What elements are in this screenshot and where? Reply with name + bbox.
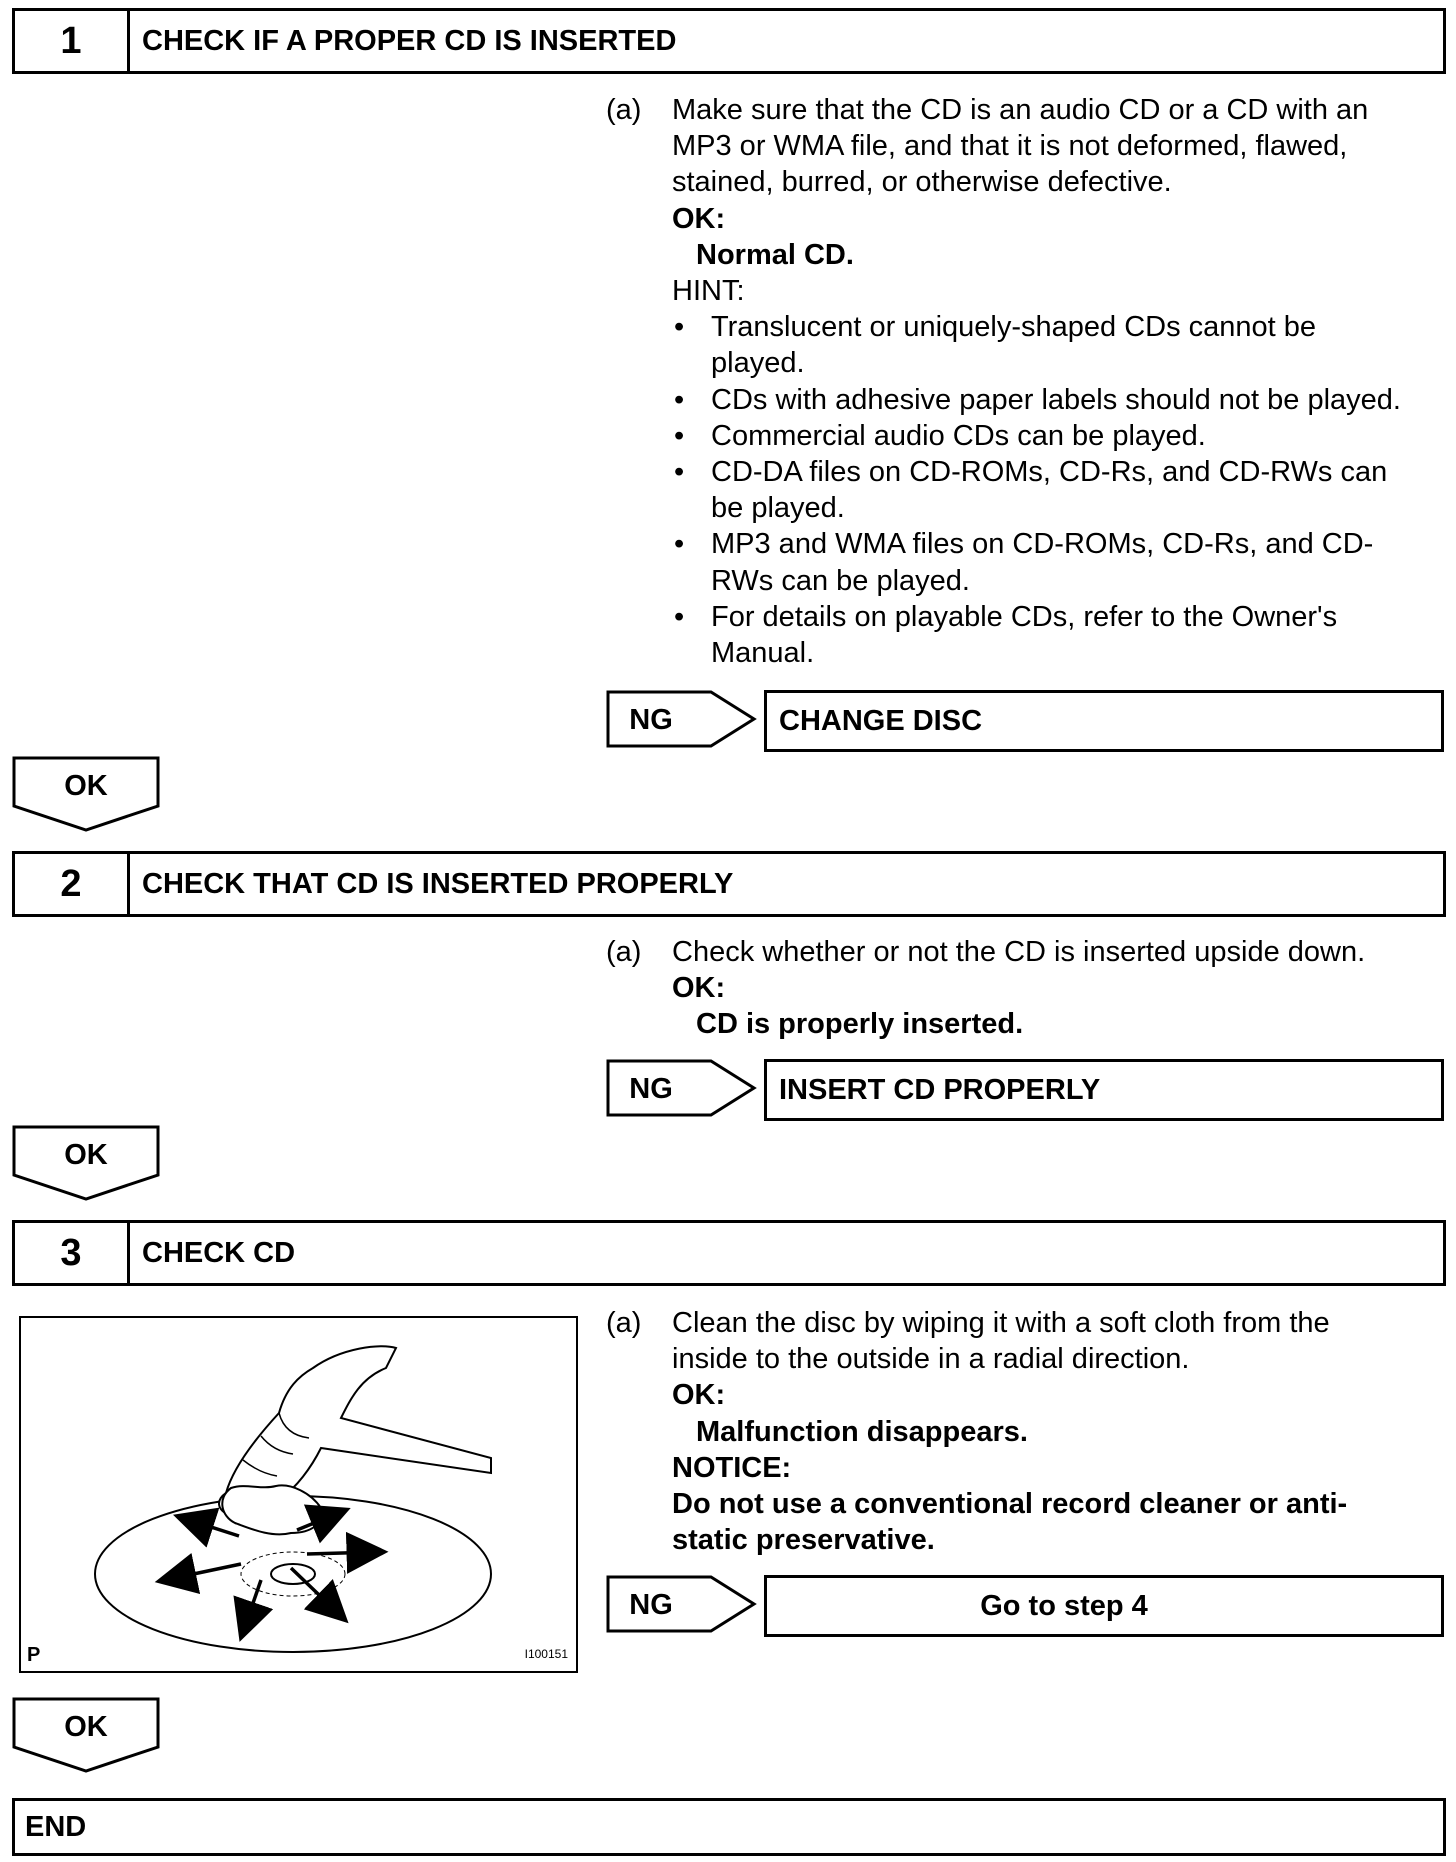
step-title: CHECK CD bbox=[142, 1236, 296, 1269]
step-1-instructions: (a) Make sure that the CD is an audio CD… bbox=[606, 92, 1446, 671]
instruction-line: inside to the outside in a radial direct… bbox=[672, 1343, 1190, 1376]
step-number: 1 bbox=[15, 11, 130, 71]
ng-branch: NG Go to step 4 bbox=[606, 1575, 1446, 1637]
ok-criterion-label: OK: bbox=[672, 1379, 726, 1412]
ok-flow-arrow: OK bbox=[12, 756, 160, 832]
illustration-code: I100151 bbox=[524, 1647, 568, 1661]
step-1-header: 1 CHECK IF A PROPER CD IS INSERTED bbox=[12, 8, 1446, 74]
ok-label: OK bbox=[64, 1711, 108, 1743]
step-title: CHECK THAT CD IS INSERTED PROPERLY bbox=[142, 867, 734, 900]
instruction-line: stained, burred, or otherwise defective. bbox=[672, 166, 1172, 199]
end-box: END bbox=[12, 1798, 1446, 1856]
cd-cleaning-illustration: P I100151 bbox=[19, 1316, 578, 1673]
ng-arrow-icon bbox=[606, 1059, 757, 1117]
ok-flow-arrow: OK bbox=[12, 1697, 160, 1773]
instruction-line: (a) Check whether or not the CD is inser… bbox=[606, 934, 1446, 970]
down-arrow-icon bbox=[12, 1697, 160, 1773]
ng-label: NG bbox=[629, 1073, 673, 1105]
illustration-corner-letter: P bbox=[27, 1644, 41, 1666]
instruction-line: (a) Clean the disc by wiping it with a s… bbox=[606, 1305, 1446, 1341]
item-label: (a) bbox=[606, 1307, 642, 1339]
hint-item: Commercial audio CDs can be played. bbox=[606, 418, 1446, 454]
ng-label: NG bbox=[629, 1589, 673, 1621]
hint-label: HINT: bbox=[672, 275, 745, 308]
instruction-line: MP3 or WMA file, and that it is not defo… bbox=[672, 130, 1348, 163]
ng-label: NG bbox=[629, 704, 673, 736]
step-2-header: 2 CHECK THAT CD IS INSERTED PROPERLY bbox=[12, 851, 1446, 917]
ng-arrow-icon bbox=[606, 1575, 757, 1633]
ng-branch: NG CHANGE DISC bbox=[606, 690, 1446, 752]
ok-criterion-label: OK: bbox=[672, 202, 726, 235]
step-number: 2 bbox=[15, 854, 130, 914]
instruction-line: (a) Make sure that the CD is an audio CD… bbox=[606, 92, 1446, 128]
step-3-instructions: (a) Clean the disc by wiping it with a s… bbox=[606, 1305, 1446, 1558]
step-2-instructions: (a) Check whether or not the CD is inser… bbox=[606, 934, 1446, 1043]
hint-item: Translucent or uniquely-shaped CDs canno… bbox=[606, 309, 1446, 381]
ng-branch: NG INSERT CD PROPERLY bbox=[606, 1059, 1446, 1121]
ok-criterion-value: Normal CD. bbox=[696, 238, 854, 271]
ok-flow-arrow: OK bbox=[12, 1125, 160, 1201]
ng-arrow-icon bbox=[606, 690, 757, 748]
hint-item: CD-DA files on CD-ROMs, CD-Rs, and CD-RW… bbox=[606, 454, 1446, 526]
item-label: (a) bbox=[606, 936, 642, 968]
hint-item: For details on playable CDs, refer to th… bbox=[606, 599, 1446, 671]
down-arrow-icon bbox=[12, 756, 160, 832]
hint-item: MP3 and WMA files on CD-ROMs, CD-Rs, and… bbox=[606, 526, 1446, 598]
notice-label: NOTICE: bbox=[672, 1451, 792, 1484]
step-3-header: 3 CHECK CD bbox=[12, 1220, 1446, 1286]
ok-criterion-value: Malfunction disappears. bbox=[696, 1415, 1028, 1448]
cd-cleaning-icon bbox=[94, 1345, 492, 1653]
step-title: CHECK IF A PROPER CD IS INSERTED bbox=[142, 24, 677, 57]
hint-item: CDs with adhesive paper labels should no… bbox=[606, 382, 1446, 418]
notice-text: Do not use a conventional record cleaner… bbox=[672, 1488, 1348, 1521]
notice-text: static preservative. bbox=[672, 1524, 935, 1557]
ng-action-box: CHANGE DISC bbox=[764, 690, 1444, 752]
ok-label: OK bbox=[64, 1139, 108, 1171]
ng-action-box[interactable]: Go to step 4 bbox=[764, 1575, 1444, 1637]
down-arrow-icon bbox=[12, 1125, 160, 1201]
ok-label: OK bbox=[64, 770, 108, 802]
ok-criterion-label: OK: bbox=[672, 972, 726, 1005]
item-label: (a) bbox=[606, 94, 642, 126]
go-to-step-link[interactable]: Go to step 4 bbox=[980, 1589, 1148, 1622]
step-number: 3 bbox=[15, 1223, 130, 1283]
ng-action-box: INSERT CD PROPERLY bbox=[764, 1059, 1444, 1121]
ok-criterion-value: CD is properly inserted. bbox=[696, 1008, 1024, 1041]
